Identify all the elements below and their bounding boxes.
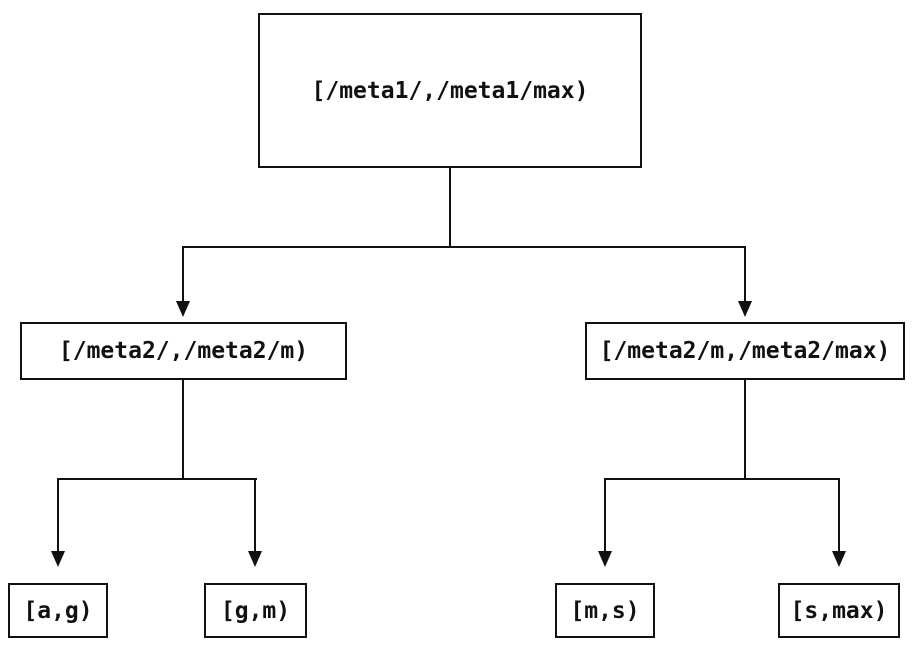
- connector-root-branch-bar: [182, 246, 746, 248]
- arrow-down-icon: [738, 301, 752, 317]
- node-leaf-gm: [g,m): [204, 583, 307, 638]
- node-level2-left-label: [/meta2/,/meta2/m): [58, 338, 309, 364]
- connector-left-right-arm: [254, 478, 256, 553]
- connector-right-right-arm: [838, 478, 840, 553]
- connector-right-left-arm: [604, 478, 606, 553]
- node-leaf-ag-label: [a,g): [23, 597, 93, 624]
- node-leaf-gm-label: [g,m): [220, 597, 291, 624]
- arrow-down-icon: [51, 551, 65, 567]
- node-level2-left: [/meta2/,/meta2/m): [20, 322, 347, 380]
- node-leaf-smax: [s,max): [778, 583, 900, 638]
- connector-root-stem: [449, 168, 451, 248]
- node-leaf-ag: [a,g): [8, 583, 108, 638]
- node-level2-right-label: [/meta2/m,/meta2/max): [599, 338, 891, 364]
- node-level2-right: [/meta2/m,/meta2/max): [585, 322, 905, 380]
- connector-root-left-arm: [182, 246, 184, 303]
- node-leaf-smax-label: [s,max): [790, 597, 888, 624]
- node-leaf-ms: [m,s): [555, 583, 655, 638]
- node-root-label: [/meta1/,/meta1/max): [311, 77, 589, 104]
- node-leaf-ms-label: [m,s): [570, 597, 640, 624]
- arrow-down-icon: [176, 301, 190, 317]
- arrow-down-icon: [248, 551, 262, 567]
- connector-left-branch-bar: [57, 478, 257, 480]
- arrow-down-icon: [598, 551, 612, 567]
- connector-right-branch-bar: [604, 478, 840, 480]
- connector-left-left-arm: [57, 478, 59, 553]
- node-root: [/meta1/,/meta1/max): [258, 13, 642, 168]
- connector-right-stem: [744, 380, 746, 480]
- arrow-down-icon: [832, 551, 846, 567]
- connector-root-right-arm: [744, 246, 746, 303]
- connector-left-stem: [182, 380, 184, 480]
